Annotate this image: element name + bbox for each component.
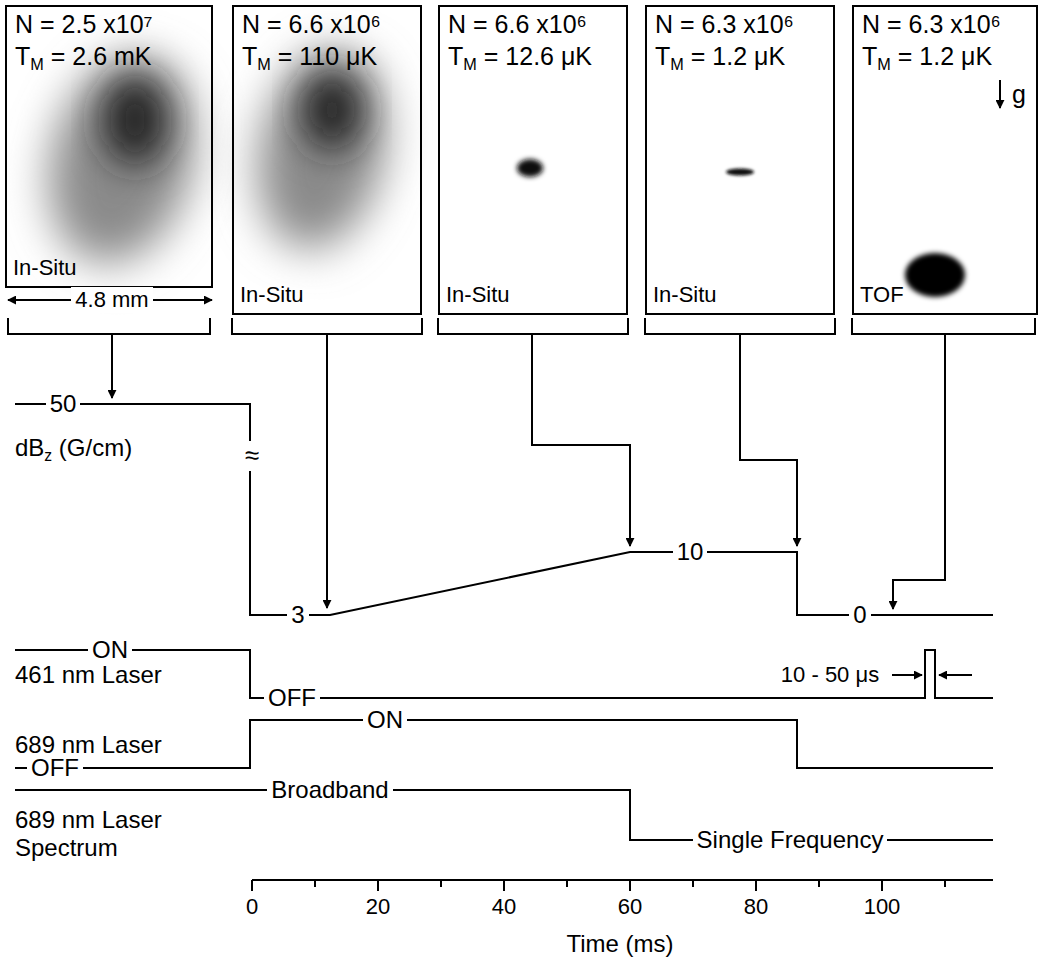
atom-number: N = 6.6 x10⁶ [448, 11, 587, 39]
state-label: ON [363, 706, 407, 734]
atom-cloud [726, 169, 754, 176]
axis-break: ≈ [241, 441, 263, 471]
state-label: Single Frequency [693, 826, 888, 854]
temperature: TM = 12.6 μK [448, 43, 592, 71]
axis-title: dBz (G/cm) [11, 434, 136, 462]
image-panel: N = 6.6 x10⁶ TM = 12.6 μK In-Situ [438, 5, 628, 315]
brackets [8, 318, 1035, 609]
image-panel: N = 6.3 x10⁶ TM = 1.2 μK gTOF [852, 5, 1038, 315]
imaging-method: In-Situ [653, 283, 717, 307]
scale-label: 4.8 mm [71, 287, 152, 312]
bracket [438, 318, 628, 334]
atom-number: N = 6.6 x10⁶ [242, 11, 381, 39]
atom-cloud [27, 40, 217, 279]
atom-cloud [517, 159, 543, 177]
pulse-arrow [939, 674, 972, 676]
atom-cloud [905, 253, 965, 297]
level-value: 50 [46, 390, 81, 418]
pulse-arrow [892, 674, 922, 676]
bracket [852, 318, 1035, 334]
gravity-label: g [1012, 81, 1026, 109]
atom-cloud [302, 70, 362, 150]
atom-number: N = 6.3 x10⁶ [655, 11, 794, 39]
scale-arrow [8, 299, 72, 301]
leader-arrow [326, 334, 328, 608]
image-panel: N = 6.3 x10⁶ TM = 1.2 μK In-Situ [645, 5, 835, 315]
state-label: ON [88, 636, 132, 664]
imaging-method: TOF [860, 283, 904, 307]
axis-title: Time (ms) [562, 930, 677, 958]
level-value: 3 [287, 601, 308, 629]
atom-cloud [241, 39, 404, 260]
leader-arrow [111, 334, 113, 398]
leader-arrow [532, 334, 630, 546]
bracket [8, 318, 210, 334]
gradient-trace [15, 404, 993, 615]
image-panel: N = 6.6 x10⁶ TM = 110 μK In-Situ [232, 5, 422, 315]
pulse-duration: 10 - 50 μs [777, 662, 883, 687]
level-value: 10 [673, 538, 708, 566]
axis-ticks [252, 880, 945, 891]
atom-number: N = 2.5 x10⁷ [15, 11, 153, 39]
state-label: OFF [264, 684, 320, 712]
state-label: Broadband [267, 776, 392, 804]
tick-label: 80 [740, 894, 772, 919]
scale-arrow [152, 299, 212, 301]
temperature: TM = 2.6 mK [15, 43, 152, 71]
imaging-method: In-Situ [240, 283, 304, 307]
level-value: 0 [849, 601, 870, 629]
tick-label: 60 [614, 894, 646, 919]
tick-label: 100 [860, 894, 905, 919]
image-panel: N = 2.5 x10⁷ TM = 2.6 mK In-Situ [5, 5, 213, 288]
imaging-method: In-Situ [13, 256, 77, 280]
temperature: TM = 110 μK [242, 43, 377, 71]
imaging-method: In-Situ [446, 283, 510, 307]
temperature: TM = 1.2 μK [862, 43, 992, 71]
leader-arrow [893, 334, 945, 609]
temperature: TM = 1.2 μK [655, 43, 785, 71]
state-label: OFF [27, 754, 83, 782]
tick-label: 40 [488, 894, 520, 919]
leader-arrow [740, 334, 797, 546]
signal-name: 461 nm Laser [11, 661, 166, 689]
atom-cloud-images [27, 39, 1000, 297]
tick-label: 0 [242, 894, 262, 919]
signal-name: 689 nm Laser Spectrum [11, 806, 194, 861]
bracket [232, 318, 422, 334]
tick-label: 20 [362, 894, 394, 919]
atom-cloud [103, 75, 167, 165]
atom-number: N = 6.3 x10⁶ [862, 11, 1001, 39]
gravity-arrow [999, 80, 1001, 108]
bracket [645, 318, 835, 334]
